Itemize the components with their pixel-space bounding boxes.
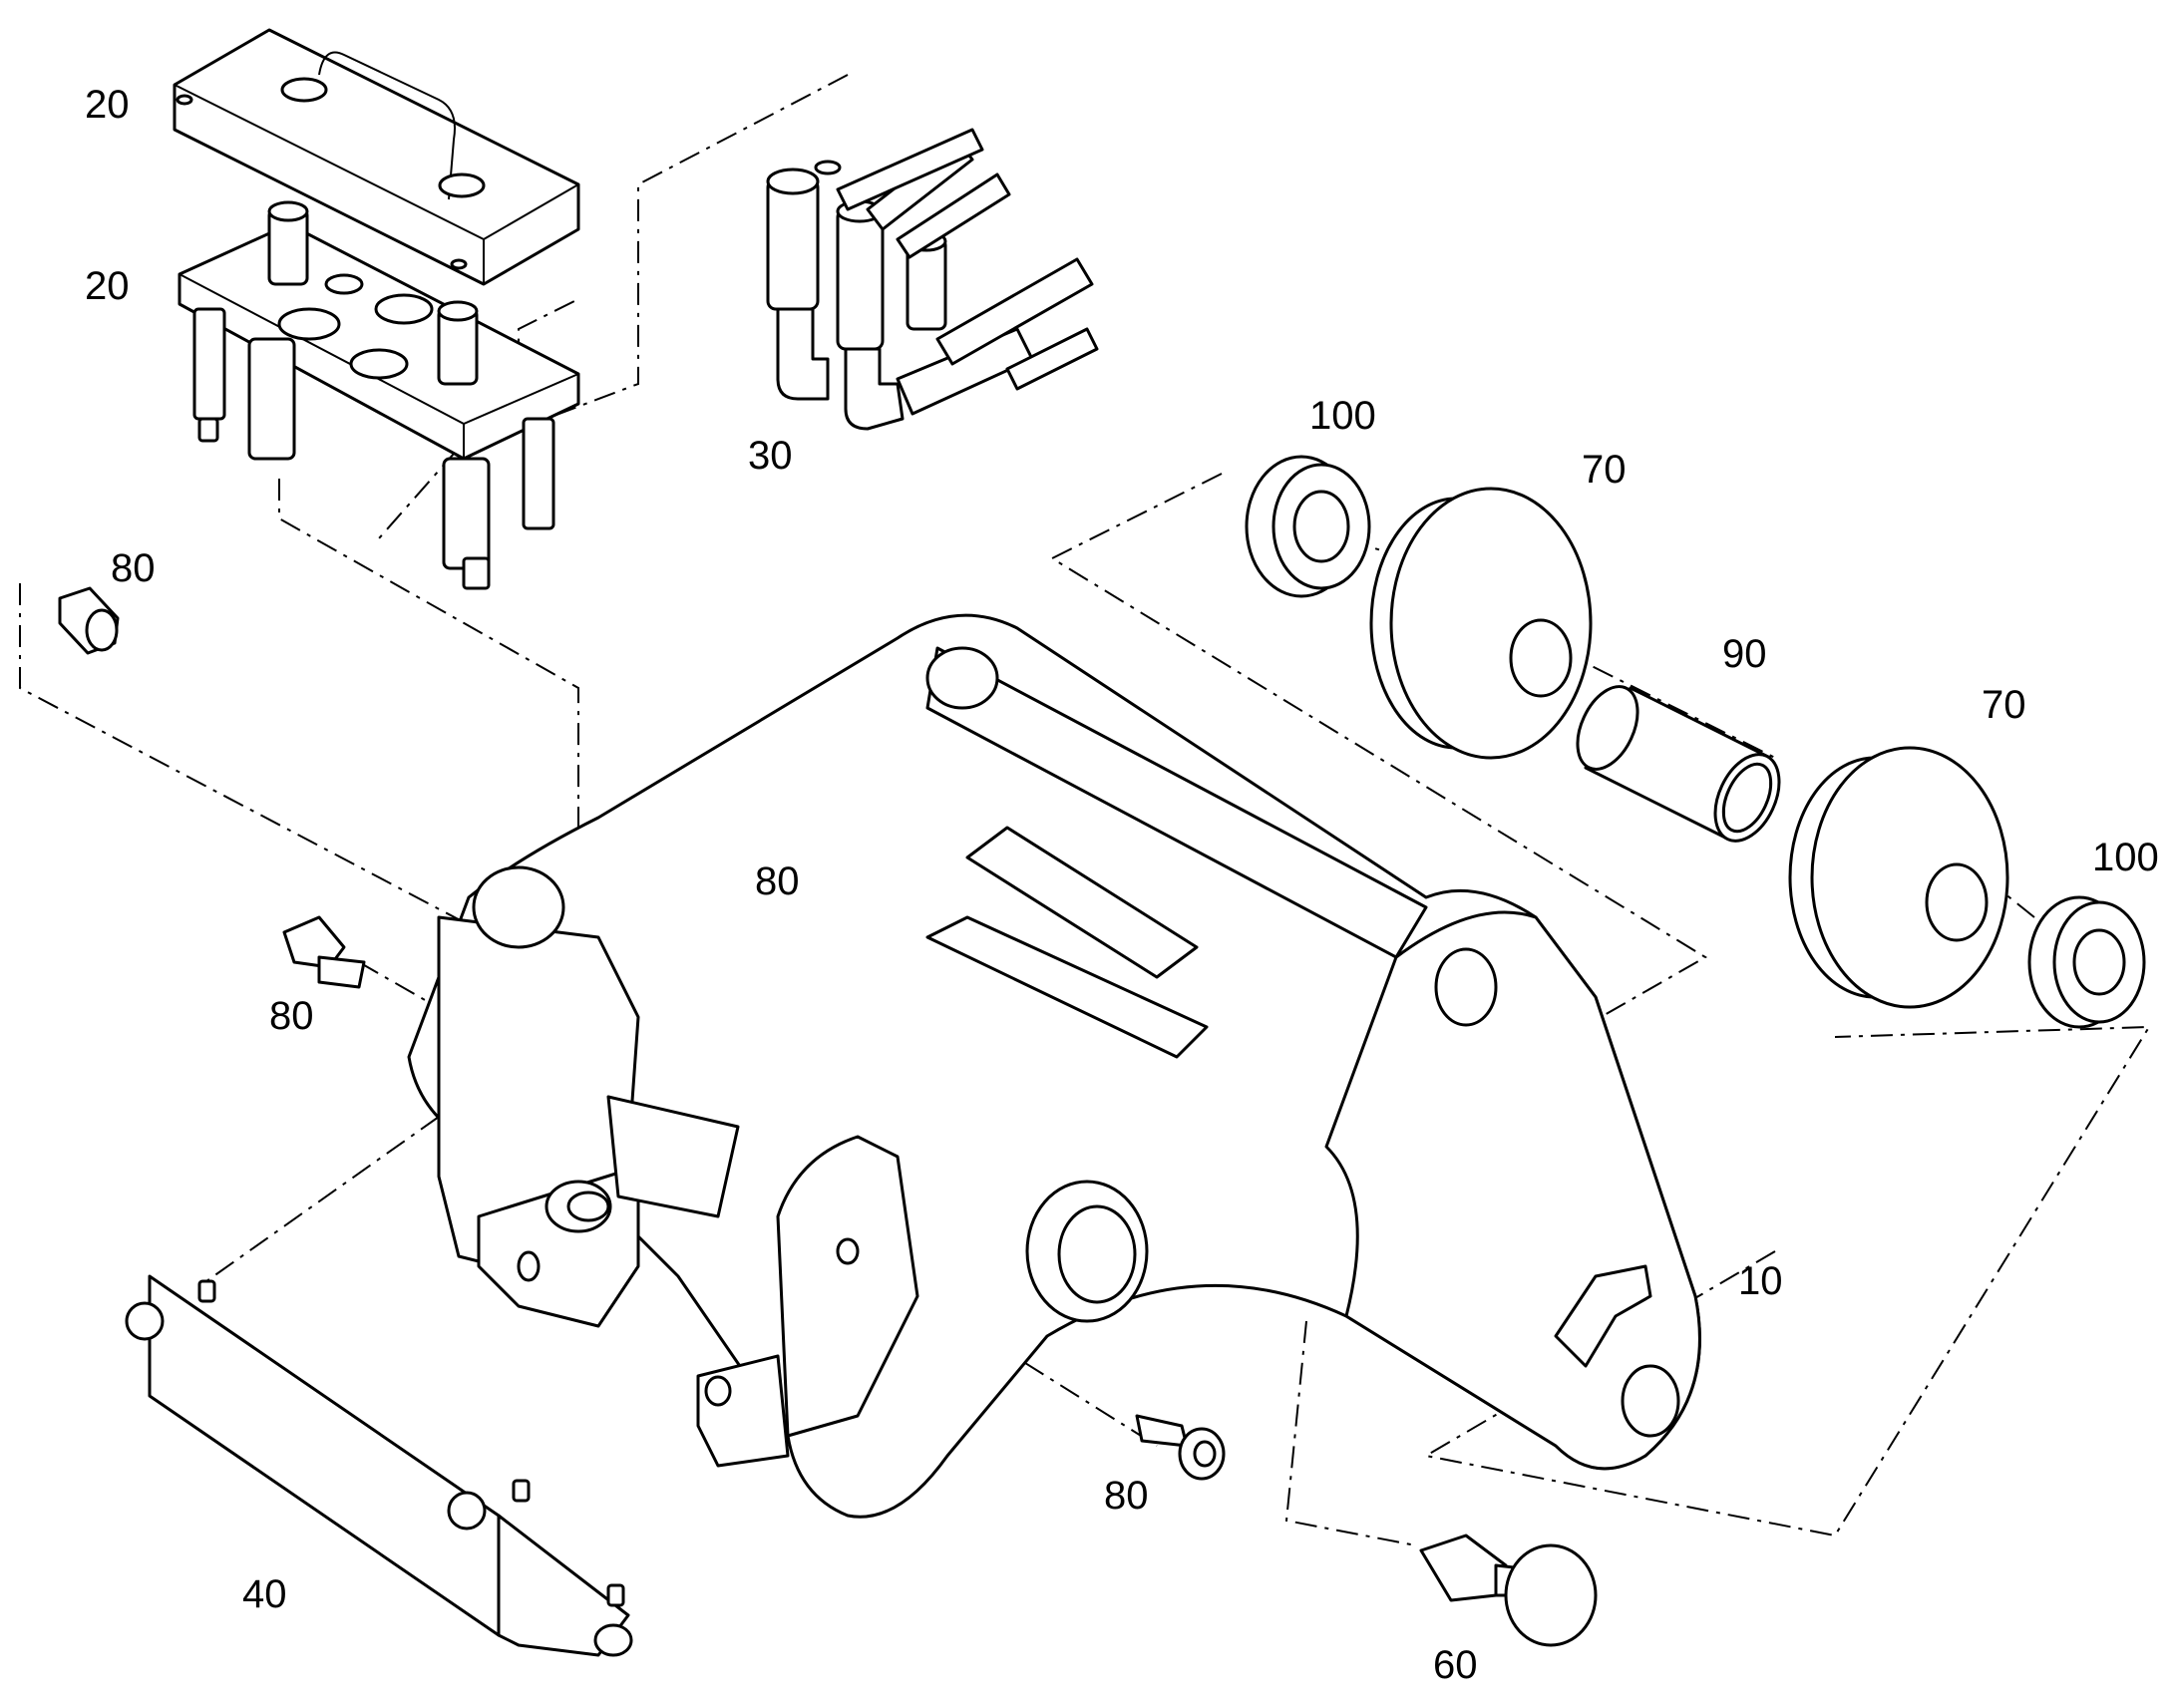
bolt-left [282,915,366,989]
callout-70-disc-front: 70 [1582,448,1627,492]
disc-rear [1788,746,2009,1009]
callout-60-grease-fitting: 60 [1433,1643,1478,1687]
callout-80-bushing-center: 80 [755,859,800,903]
leader-40 [198,1116,440,1287]
bolt-right [1135,1414,1226,1481]
cover-plate [173,28,580,286]
main-frame [407,613,1701,1519]
callout-80-bolt-right: 80 [1104,1474,1149,1518]
valve-block [178,200,580,590]
callout-100-washer-front: 100 [1309,394,1376,438]
washer-rear [2027,895,2146,1029]
callout-10-frame: 10 [1738,1259,1783,1303]
sleeve [1576,685,1781,843]
callout-80-bushing-top: 80 [111,546,156,590]
callout-20-valve-block: 20 [85,264,130,308]
callout-80-bolt-left: 80 [269,994,314,1038]
washer-front [1245,455,1371,598]
callout-30-fittings: 30 [748,434,793,478]
leader-60 [1284,1320,1417,1546]
disc-front [1369,487,1593,760]
callout-labels: 20 20 30 100 70 90 70 100 80 80 80 80 10… [85,83,2159,1687]
callout-100-washer-rear: 100 [2092,836,2159,879]
callout-70-disc-rear: 70 [1982,683,2026,727]
callout-90-sleeve: 90 [1722,632,1767,676]
grease-fitting [1419,1534,1598,1647]
callout-40-guard-plate: 40 [242,1572,287,1616]
bushing-top-left [58,586,120,655]
hydraulic-fittings [766,128,1099,431]
callout-20-cover-plate: 20 [85,83,130,127]
guard-plate [125,1274,633,1657]
